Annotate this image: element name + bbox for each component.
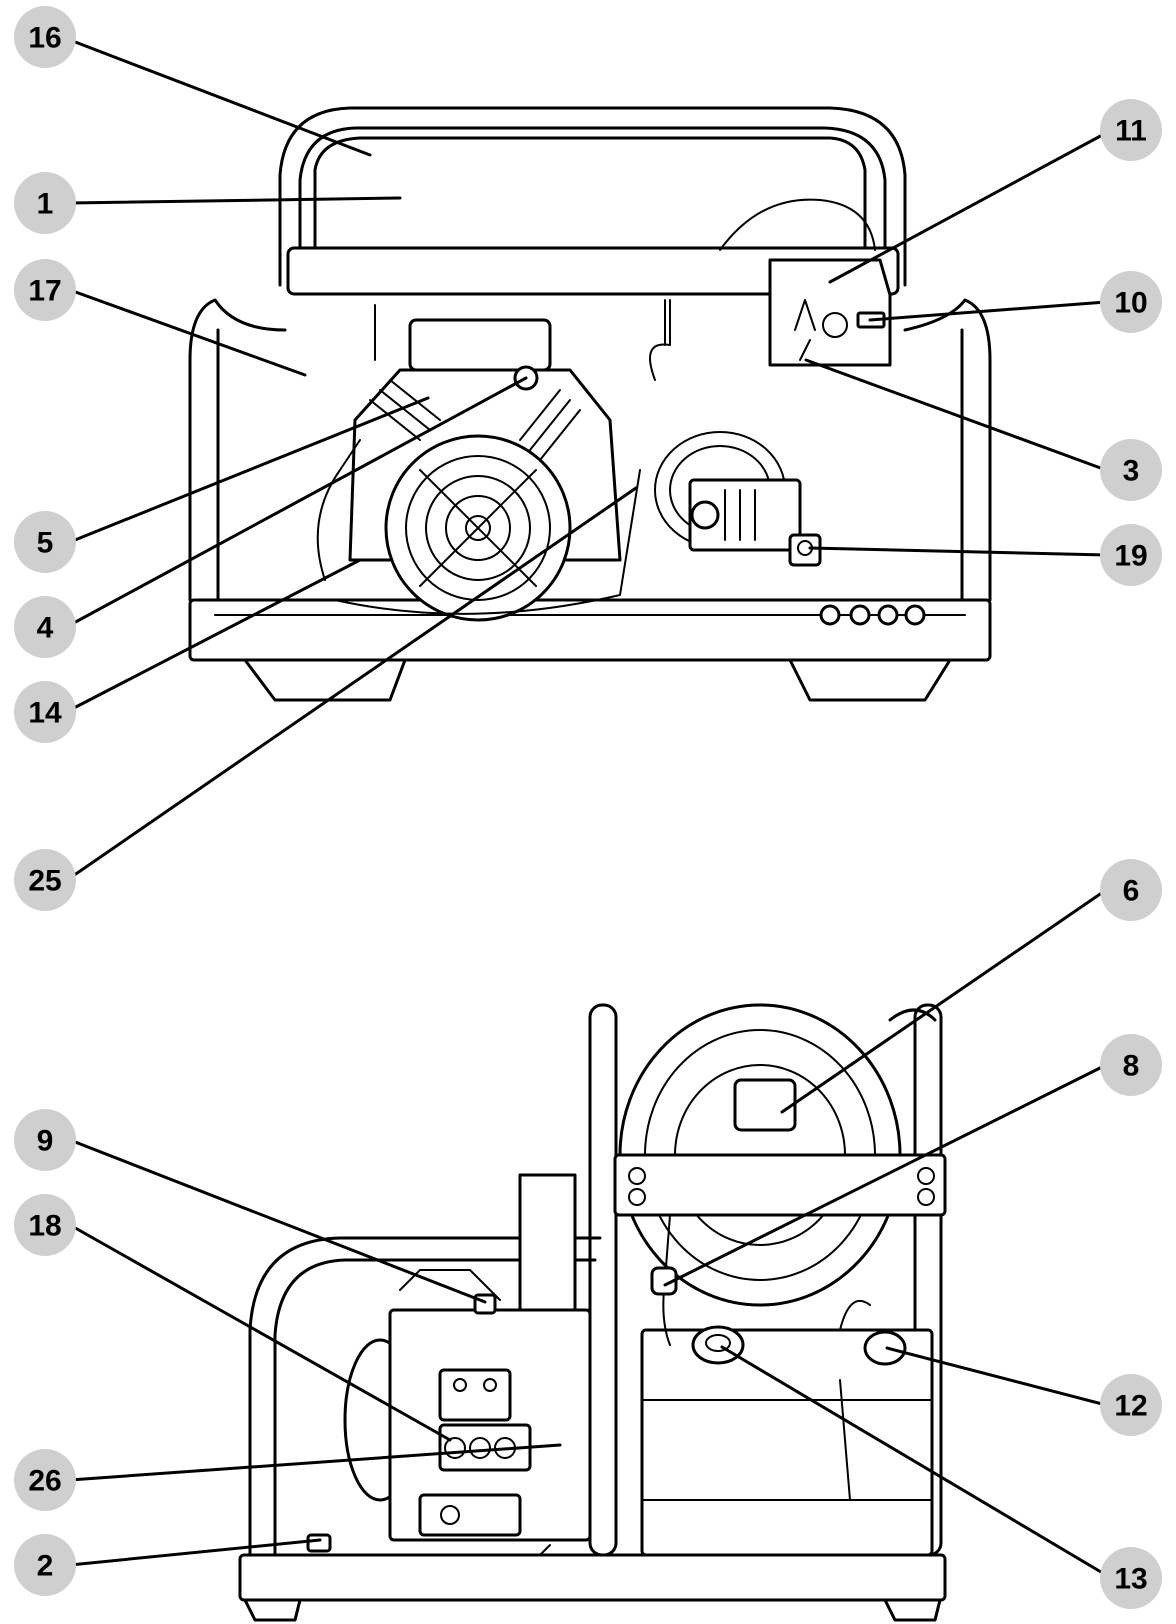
leader-13 xyxy=(720,1345,1108,1577)
callout-number: 9 xyxy=(37,1125,54,1158)
leader-9 xyxy=(68,1138,487,1304)
callout-number: 26 xyxy=(28,1465,61,1498)
callout-badge-4: 4 xyxy=(14,596,76,658)
leader-26 xyxy=(68,1443,562,1482)
callout-number: 4 xyxy=(37,612,54,645)
leader-6 xyxy=(780,888,1108,1114)
leader-11 xyxy=(828,131,1108,284)
leader-16 xyxy=(68,38,372,157)
callout-number: 16 xyxy=(28,22,61,55)
callout-badge-1: 1 xyxy=(14,172,76,234)
callout-badge-6: 6 xyxy=(1100,859,1162,921)
callout-number: 2 xyxy=(37,1550,54,1583)
callout-number: 11 xyxy=(1115,115,1147,148)
callout-number: 10 xyxy=(1114,287,1147,320)
callout-badge-3: 3 xyxy=(1100,439,1162,501)
leader-2 xyxy=(68,1538,322,1567)
leader-lines xyxy=(68,38,1108,1577)
front-view-illustration xyxy=(188,106,992,702)
leader-3 xyxy=(804,358,1108,472)
callout-number: 5 xyxy=(37,527,54,560)
callout-number: 3 xyxy=(1123,455,1140,488)
leader-18 xyxy=(68,1223,452,1442)
callout-badge-25: 25 xyxy=(14,849,76,911)
callout-number: 18 xyxy=(28,1210,61,1243)
callout-badge-14: 14 xyxy=(14,681,76,743)
leader-14 xyxy=(68,558,362,712)
callout-number: 1 xyxy=(37,188,54,221)
callout-number: 19 xyxy=(1114,540,1147,573)
callout-number: 17 xyxy=(28,275,61,308)
leader-17 xyxy=(68,288,307,377)
leader-1 xyxy=(68,196,402,205)
leader-4 xyxy=(68,376,528,627)
callout-badge-10: 10 xyxy=(1100,271,1162,333)
leader-8 xyxy=(663,1063,1108,1287)
callout-badge-11: 11 xyxy=(1100,99,1162,161)
callout-badge-9: 9 xyxy=(14,1109,76,1171)
callout-badge-17: 17 xyxy=(14,259,76,321)
callout-number: 8 xyxy=(1123,1050,1140,1083)
callout-number: 25 xyxy=(28,865,61,898)
callout-badge-2: 2 xyxy=(14,1534,76,1596)
callout-badge-18: 18 xyxy=(14,1194,76,1256)
leader-5 xyxy=(68,396,430,544)
callout-badge-5: 5 xyxy=(14,511,76,573)
leader-10 xyxy=(868,300,1108,322)
callout-badge-16: 16 xyxy=(14,6,76,68)
callout-number: 13 xyxy=(1114,1563,1147,1596)
callout-number: 14 xyxy=(28,697,62,730)
leader-19 xyxy=(808,546,1108,557)
callout-badge-8: 8 xyxy=(1100,1034,1162,1096)
callout-badge-19: 19 xyxy=(1100,524,1162,586)
leader-25 xyxy=(68,486,638,880)
callout-badge-13: 13 xyxy=(1100,1547,1162,1609)
callout-number: 12 xyxy=(1114,1390,1147,1423)
leader-12 xyxy=(885,1346,1108,1407)
callout-badge-26: 26 xyxy=(14,1449,76,1511)
callout-badge-12: 12 xyxy=(1100,1374,1162,1436)
callout-number: 6 xyxy=(1123,875,1140,908)
side-view-illustration xyxy=(238,1003,947,1622)
